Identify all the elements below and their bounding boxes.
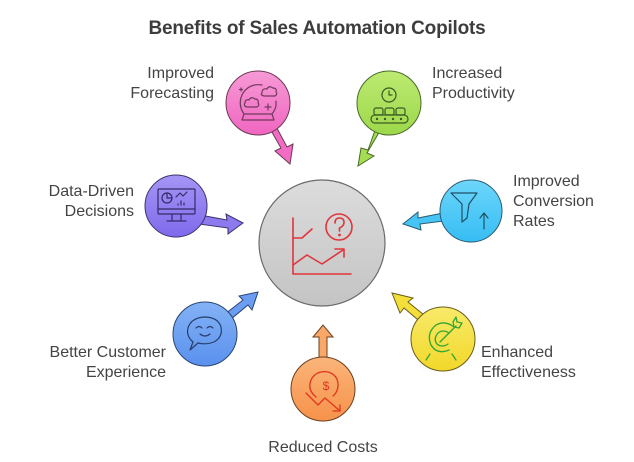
benefit-node-productivity bbox=[356, 70, 422, 168]
label-conversion: Improved Conversion Rates bbox=[513, 173, 594, 230]
label-costs: Reduced Costs bbox=[268, 439, 378, 456]
benefit-node-conversion bbox=[401, 179, 503, 243]
smile-chat-icon bbox=[186, 316, 222, 351]
benefit-node-effectiveness bbox=[391, 292, 476, 372]
label-forecasting: Improved Forecasting bbox=[130, 65, 214, 102]
svg-text:$: $ bbox=[323, 379, 330, 393]
label-decisions: Data-Driven Decisions bbox=[48, 183, 134, 220]
dollar-down-icon: $ bbox=[305, 370, 341, 412]
center-node bbox=[258, 179, 386, 307]
benefit-node-costs: $ bbox=[290, 324, 356, 422]
diagram-title: Benefits of Sales Automation Copilots bbox=[148, 18, 486, 39]
conveyor-clock-icon bbox=[370, 87, 409, 124]
monitor-chart-icon bbox=[157, 188, 196, 222]
crystal-ball-icon bbox=[238, 84, 278, 121]
label-effectiveness: Enhanced Effectiveness bbox=[481, 344, 576, 381]
funnel-up-icon bbox=[450, 192, 489, 230]
chart-question-icon bbox=[292, 213, 353, 275]
label-customer: Better Customer Experience bbox=[49, 344, 166, 381]
target-arrow-icon bbox=[425, 316, 463, 361]
label-productivity: Increased Productivity bbox=[432, 65, 515, 102]
benefit-node-decisions bbox=[144, 174, 244, 238]
benefit-node-forecasting bbox=[225, 70, 294, 165]
benefit-node-customer bbox=[172, 291, 259, 367]
